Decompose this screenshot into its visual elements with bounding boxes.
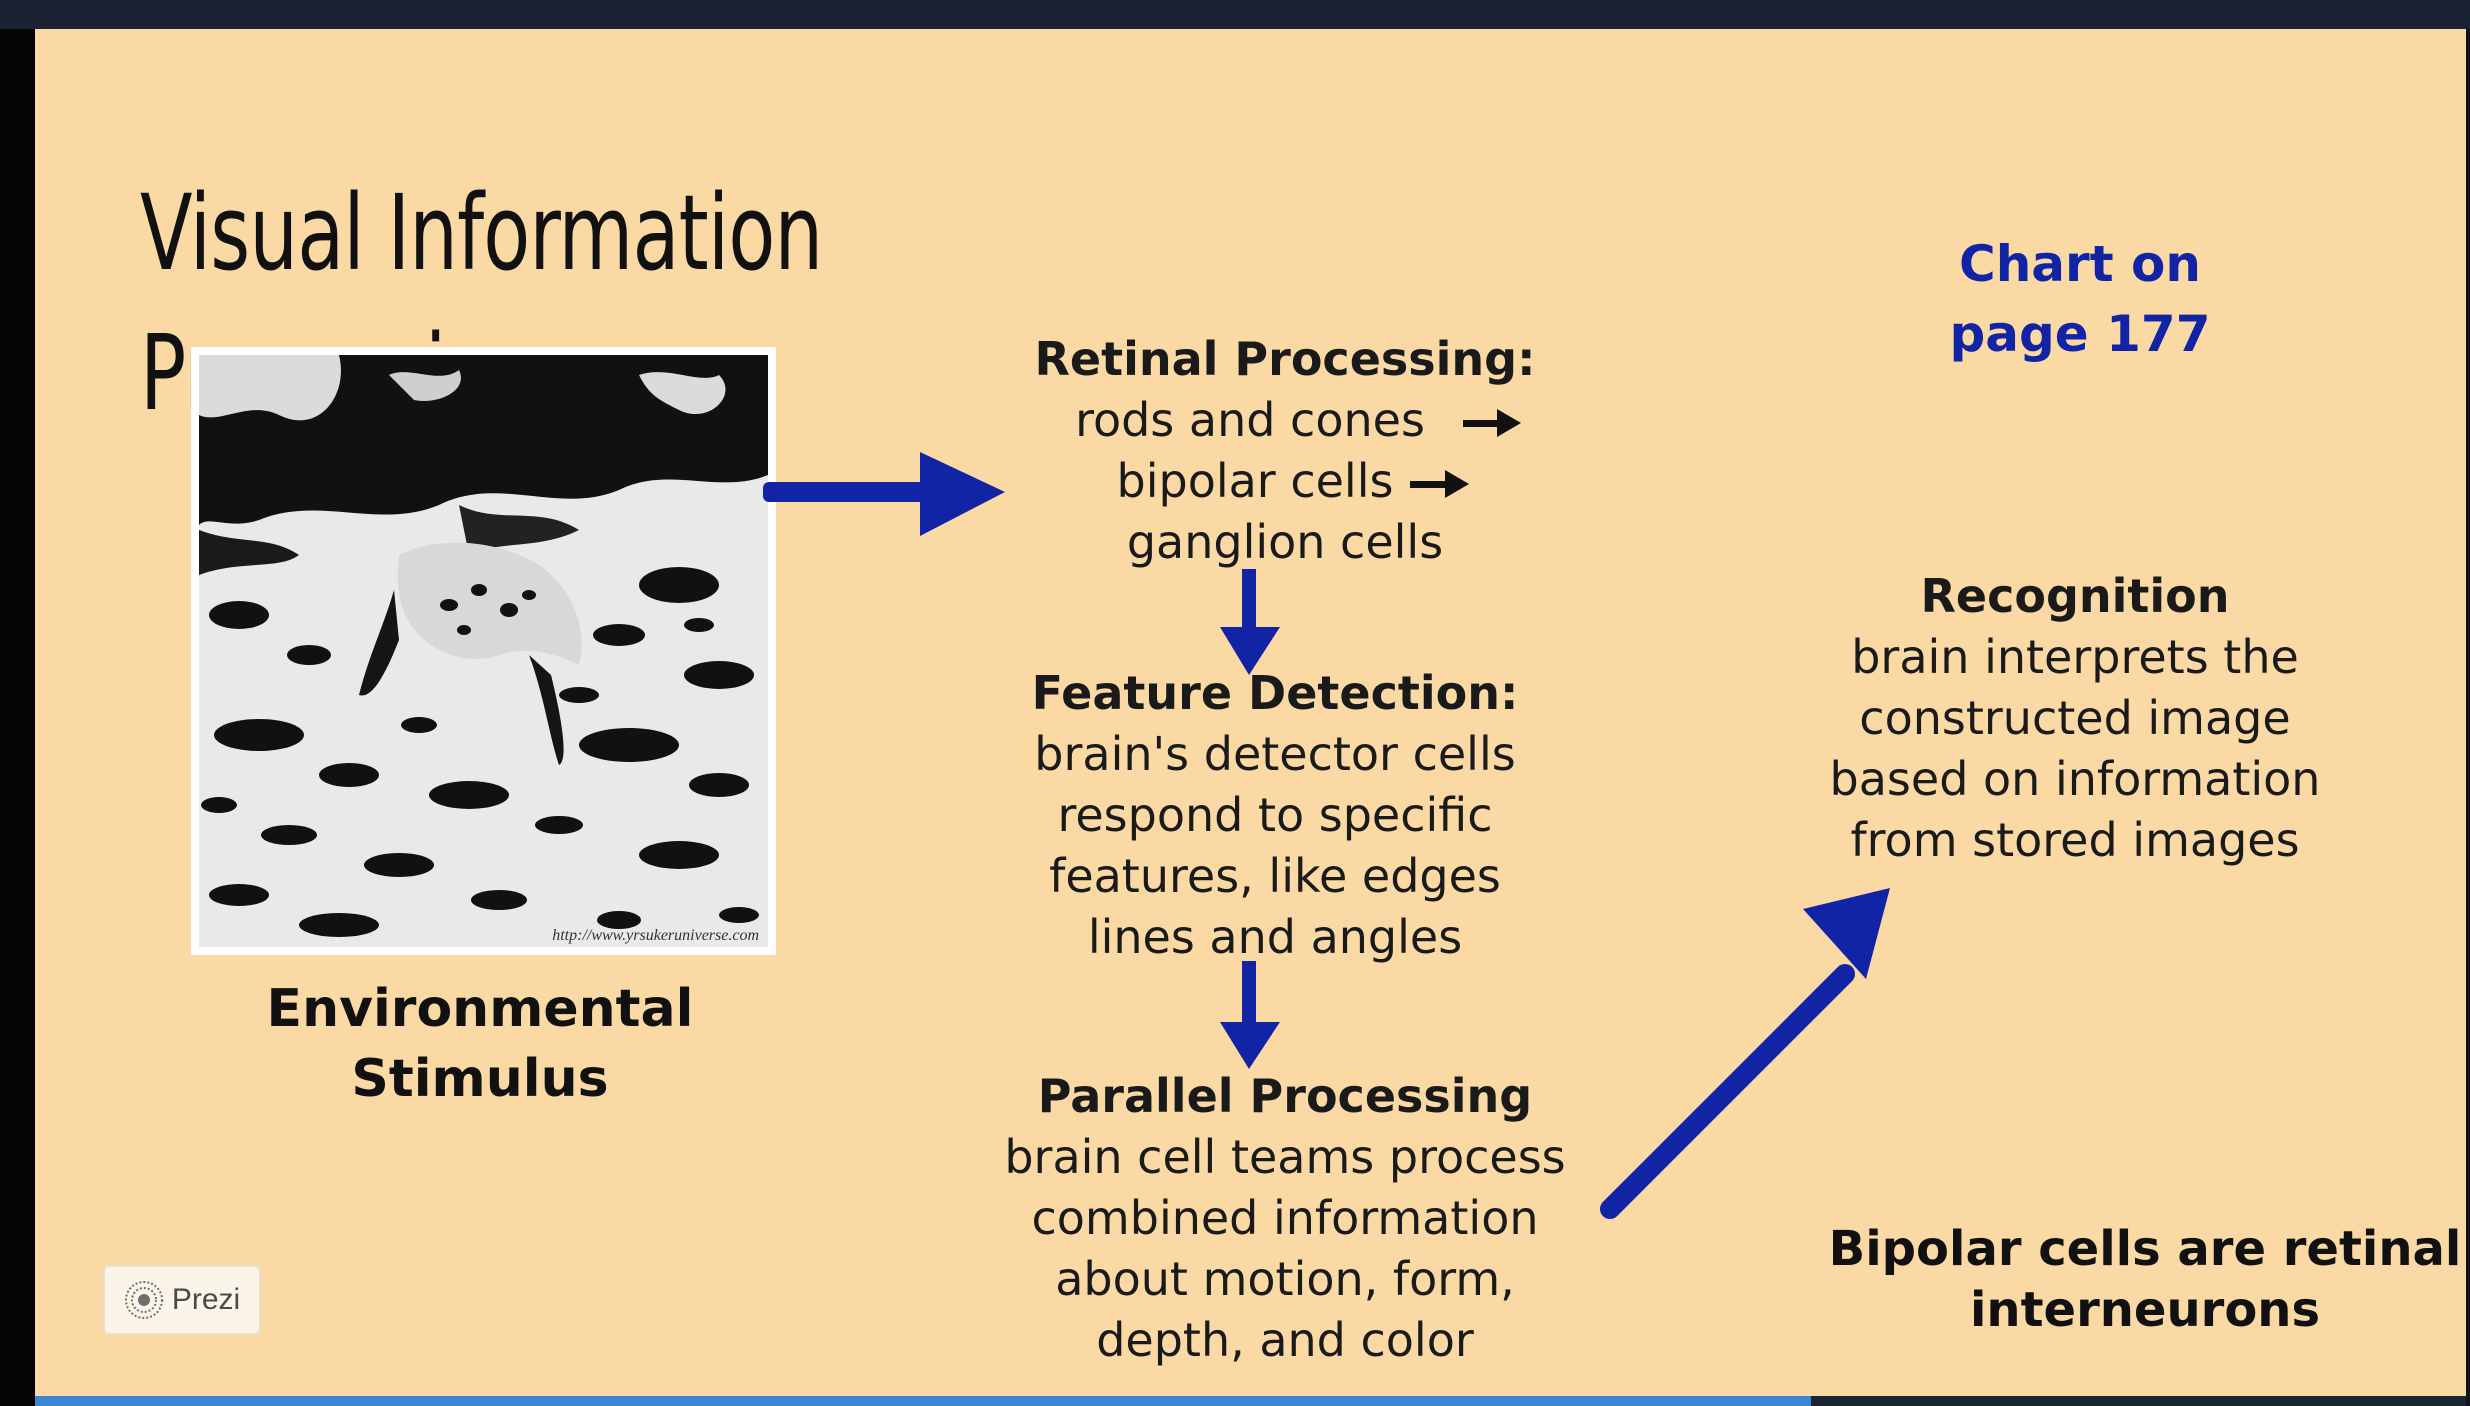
parallel-line-4: depth, and color bbox=[1096, 1313, 1474, 1367]
parallel-line-1: brain cell teams process bbox=[1004, 1130, 1566, 1184]
prezi-logo[interactable]: Prezi bbox=[103, 1265, 261, 1335]
stimulus-image: http://www.yrsukeruniverse.com bbox=[191, 347, 776, 955]
retinal-line-2: bipolar cells bbox=[915, 451, 1655, 512]
small-arrow-icon-1 bbox=[1463, 409, 1521, 437]
prezi-icon bbox=[124, 1281, 163, 1319]
bipolar-note-line-2: interneurons bbox=[1969, 1282, 2321, 1338]
flow-arrows bbox=[763, 409, 1890, 1219]
feature-line-4: lines and angles bbox=[1087, 910, 1463, 964]
recognition-line-3: based on information bbox=[1829, 752, 2321, 806]
stimulus-label-line-1: Environmental bbox=[266, 979, 694, 1039]
retinal-line-1-text: rods and cones bbox=[1075, 393, 1425, 447]
recognition-line-1: brain interprets the bbox=[1851, 630, 2299, 684]
parallel-heading: Parallel Processing bbox=[1037, 1069, 1533, 1123]
chart-reference: Chart on page 177 bbox=[1885, 229, 2275, 369]
arrow-right-icon bbox=[763, 452, 1005, 536]
bipolar-note: Bipolar cells are retinal interneurons bbox=[1775, 1219, 2466, 1341]
feature-heading: Feature Detection: bbox=[1031, 666, 1519, 720]
left-edge bbox=[0, 29, 35, 1406]
recognition-heading: Recognition bbox=[1920, 569, 2230, 623]
retinal-heading: Retinal Processing: bbox=[1034, 332, 1536, 386]
chart-reference-line-2: page 177 bbox=[1949, 305, 2211, 363]
recognition-block: Recognition brain interprets the constru… bbox=[1745, 566, 2405, 871]
slide: Visual Information Processing Chart on p… bbox=[35, 29, 2466, 1396]
small-arrow-icon-2 bbox=[1410, 470, 1469, 498]
chart-reference-line-1: Chart on bbox=[1959, 235, 2201, 293]
arrow-down-icon-1 bbox=[1220, 569, 1280, 675]
parallel-line-3: about motion, form, bbox=[1055, 1252, 1515, 1306]
feature-detection-block: Feature Detection: brain's detector cell… bbox=[895, 663, 1655, 968]
recognition-line-4: from stored images bbox=[1850, 813, 2300, 867]
recognition-line-2: constructed image bbox=[1859, 691, 2291, 745]
feature-line-1: brain's detector cells bbox=[1034, 727, 1516, 781]
progress-bar bbox=[35, 1396, 2466, 1406]
parallel-processing-block: Parallel Processing brain cell teams pro… bbox=[875, 1066, 1695, 1371]
arrow-down-icon-2 bbox=[1220, 961, 1280, 1069]
arrow-diagonal-icon bbox=[1600, 888, 1890, 1219]
retinal-processing-block: Retinal Processing: rods and cones bipol… bbox=[915, 329, 1655, 573]
top-bar bbox=[0, 0, 2470, 29]
progress-fill bbox=[35, 1396, 1811, 1406]
stimulus-label: Environmental Stimulus bbox=[195, 974, 765, 1114]
stimulus-label-line-2: Stimulus bbox=[351, 1049, 609, 1109]
dalmatian-illusion-image: http://www.yrsukeruniverse.com bbox=[199, 355, 768, 947]
feature-line-2: respond to specific bbox=[1057, 788, 1493, 842]
retinal-line-1: rods and cones bbox=[915, 390, 1655, 451]
feature-line-3: features, like edges bbox=[1049, 849, 1501, 903]
parallel-line-2: combined information bbox=[1031, 1191, 1539, 1245]
bipolar-note-line-1: Bipolar cells are retinal bbox=[1828, 1221, 2462, 1277]
retinal-line-2-text: bipolar cells bbox=[1116, 454, 1394, 508]
retinal-line-3: ganglion cells bbox=[1126, 515, 1444, 569]
prezi-logo-text: Prezi bbox=[171, 1283, 241, 1316]
right-edge bbox=[2466, 29, 2470, 1406]
image-caption: http://www.yrsukeruniverse.com bbox=[552, 927, 759, 944]
